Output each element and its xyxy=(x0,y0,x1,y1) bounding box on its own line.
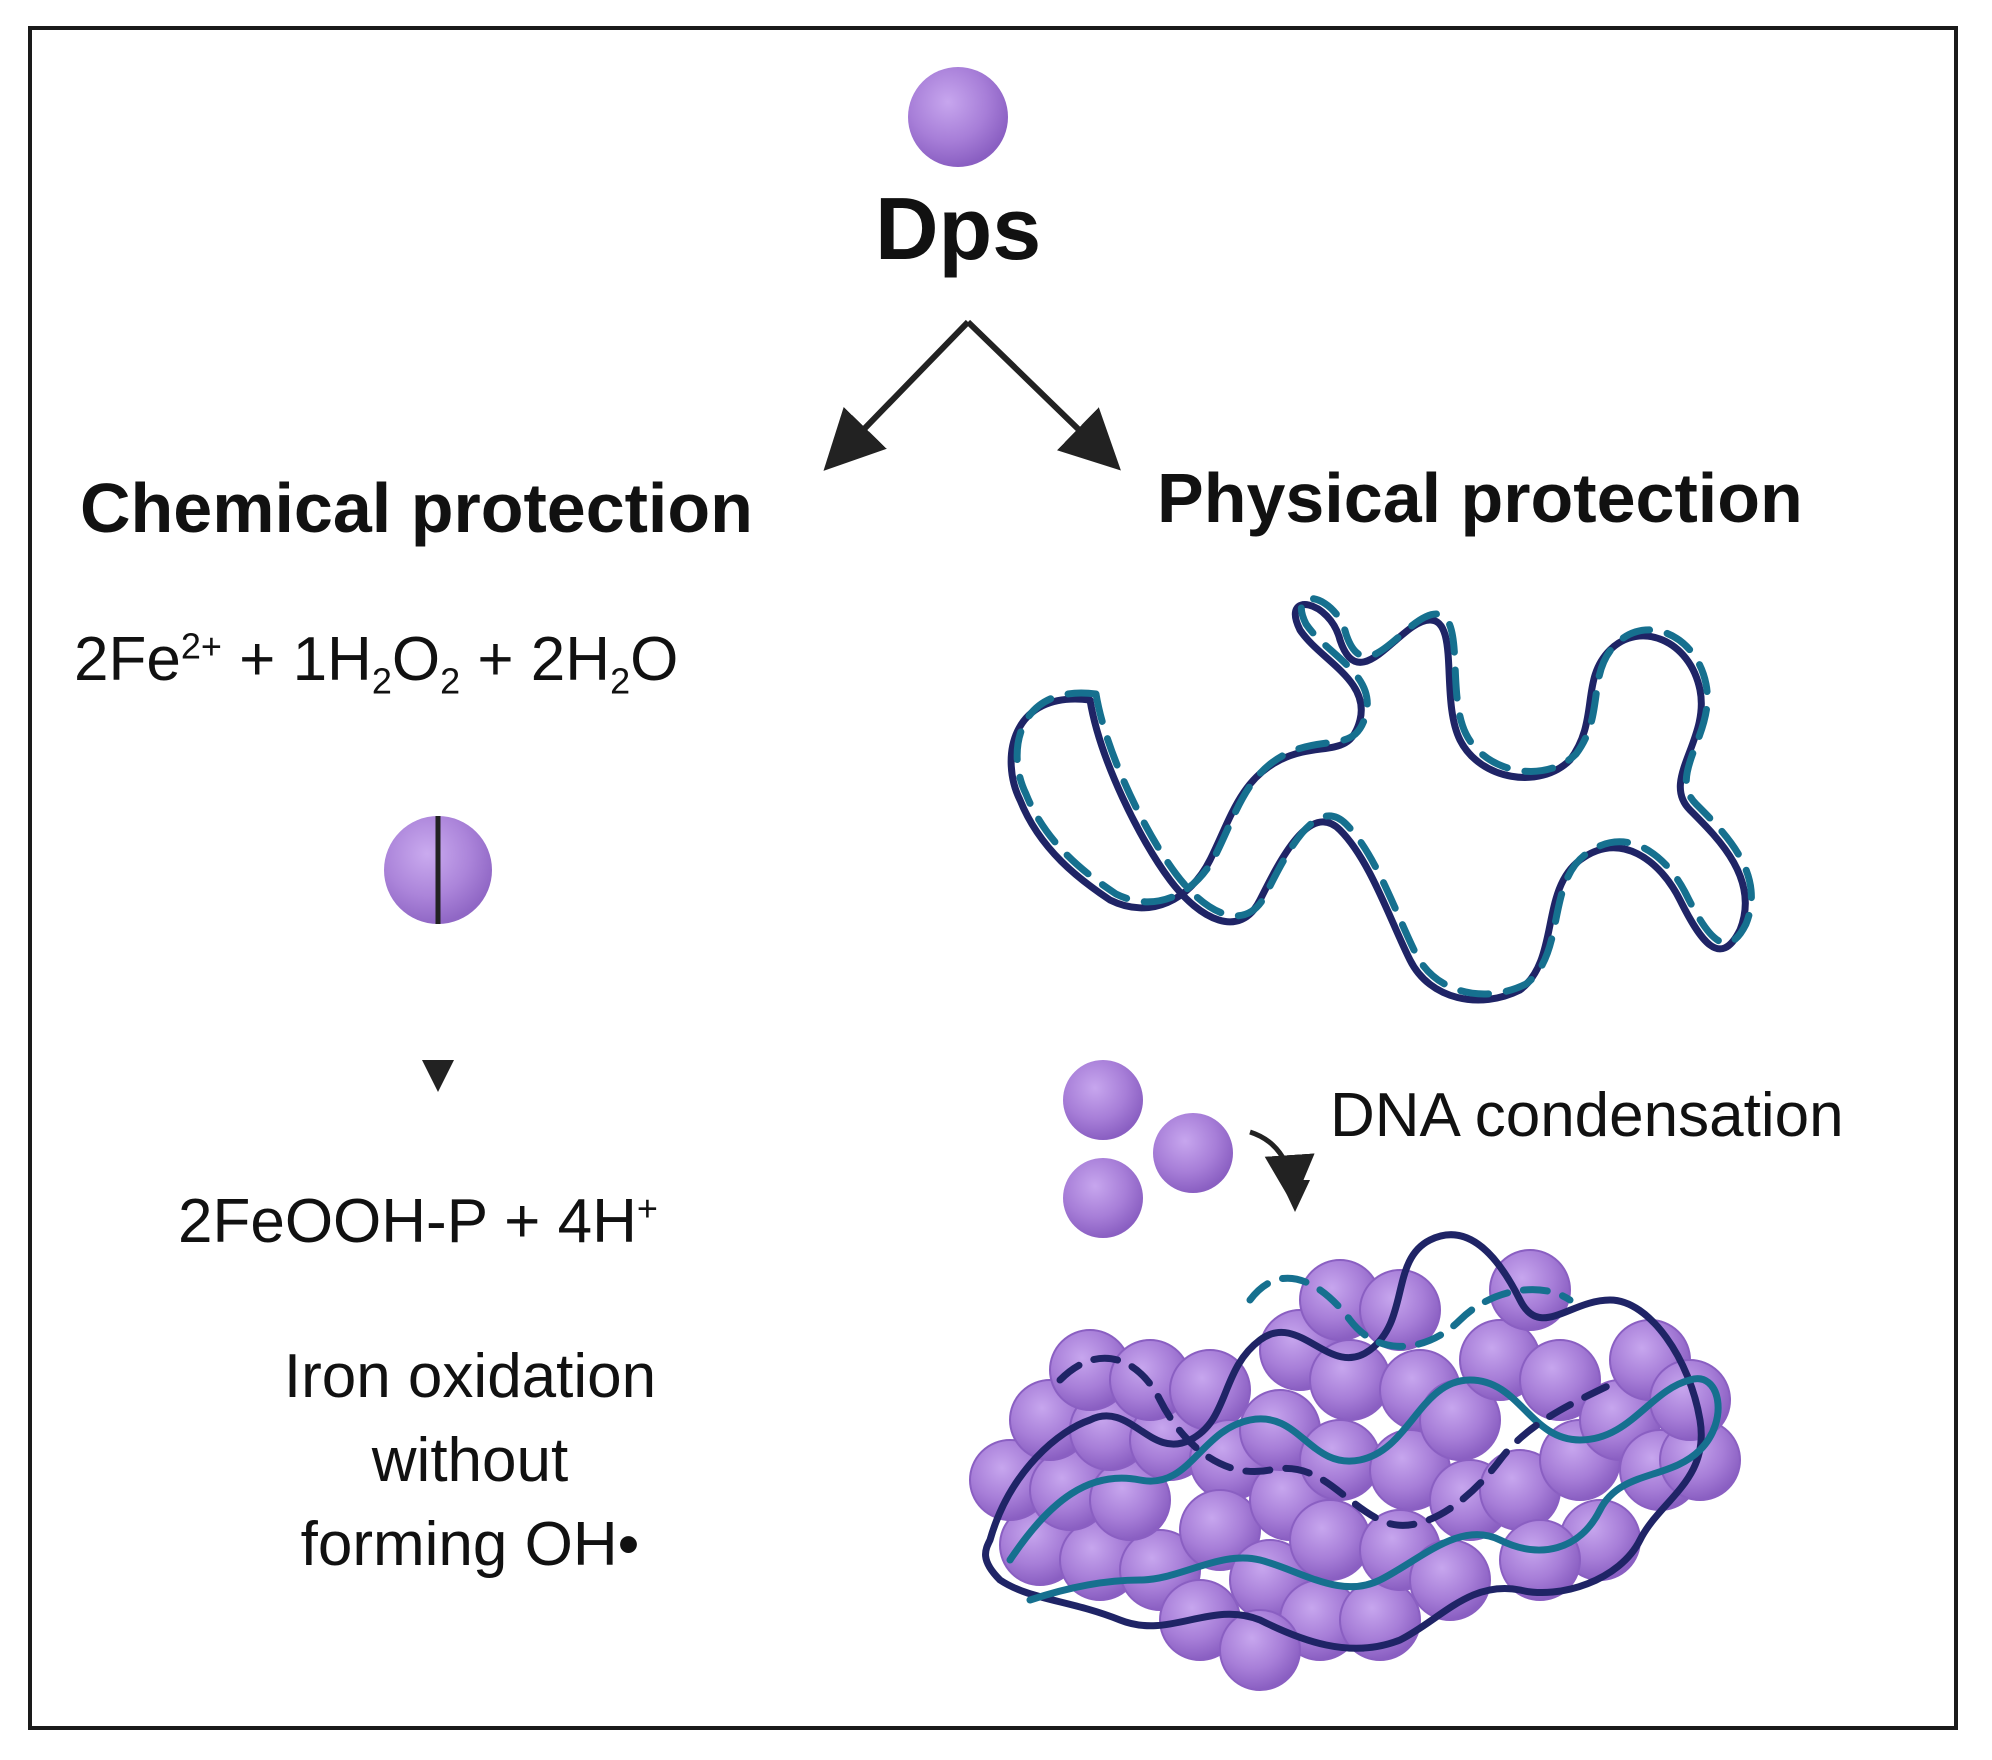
free-dps-protein-icon xyxy=(1063,1158,1143,1238)
note-line: Iron oxidation xyxy=(283,1342,657,1411)
chemical-arrowhead xyxy=(422,1060,454,1092)
iron-oxidation-note: Iron oxidation without forming OH• xyxy=(220,1335,720,1587)
branch-arrow-left xyxy=(823,319,971,471)
condensation-arrowhead xyxy=(1280,1180,1310,1212)
physical-protection-title: Physical protection xyxy=(1157,459,1803,537)
binding-curved-arrow xyxy=(1249,1129,1315,1205)
free-dps-protein-icon xyxy=(1153,1113,1233,1193)
condensed-dna-dps-complex-icon xyxy=(969,1231,1741,1691)
note-line: forming OH• xyxy=(300,1510,640,1579)
products-equation: 2FeOOH-P + 4H+ xyxy=(178,1187,658,1256)
reactants-equation: 2Fe2+ + 1H2O2 + 2H2O xyxy=(74,625,679,702)
dps-protein-icon xyxy=(908,67,1008,167)
dps-title: Dps xyxy=(875,179,1042,278)
chemical-protection-title: Chemical protection xyxy=(80,469,753,547)
note-line: without xyxy=(371,1426,569,1495)
dna-condensation-label: DNA condensation xyxy=(1330,1081,1844,1150)
branch-arrow-right xyxy=(965,319,1121,471)
free-dps-protein-icon xyxy=(1063,1060,1143,1140)
figure-frame xyxy=(28,26,1958,1730)
free-dna-icon xyxy=(1007,595,1755,1004)
